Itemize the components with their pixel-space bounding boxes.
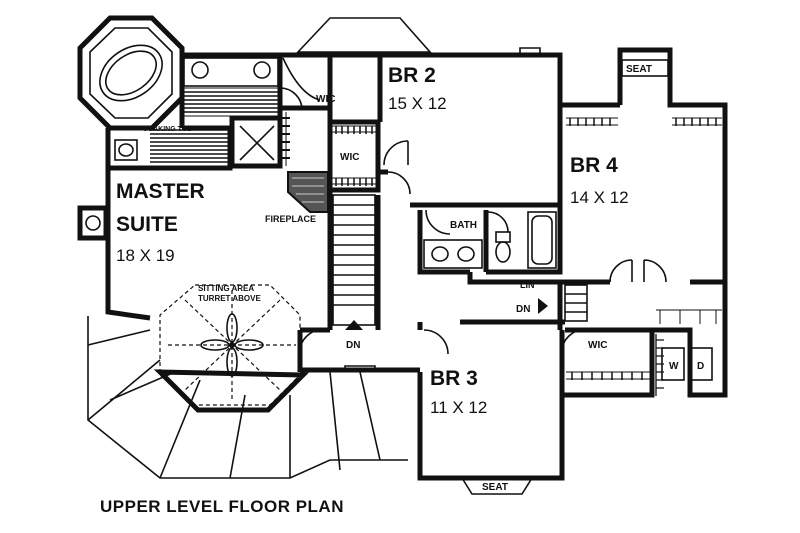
wic-label-1: WIC <box>316 94 335 105</box>
master-bath-fixtures <box>114 57 279 163</box>
bath-label: BATH <box>450 220 477 231</box>
stair-arrow-icon <box>345 320 363 330</box>
fireplace-symbol <box>287 171 329 213</box>
seat-label-br4: SEAT <box>626 64 652 75</box>
seats <box>460 59 669 495</box>
dryer <box>689 347 713 381</box>
br2-name: BR 2 <box>388 64 436 87</box>
wic-label-2: WIC <box>340 152 359 163</box>
lin-label: LIN <box>520 280 535 290</box>
stairs <box>332 194 588 330</box>
bath-fixtures <box>423 211 557 269</box>
master-name-line2: SUITE <box>116 213 178 236</box>
dn-label-stair: DN <box>346 340 360 351</box>
soaking-tub-label: SOAKING TUB <box>143 126 192 133</box>
doors <box>279 47 726 371</box>
fireplace-label: FIREPLACE <box>265 214 316 224</box>
exterior-walls <box>77 47 728 481</box>
labels: BR 2 15 X 12 BR 4 14 X 12 MASTER SUITE 1… <box>100 64 704 516</box>
tub-bay <box>77 15 185 131</box>
dn-label-hall: DN <box>516 304 530 315</box>
br4-name: BR 4 <box>570 154 618 177</box>
br3-dims: 11 X 12 <box>430 398 487 417</box>
dryer-label: D <box>697 361 704 372</box>
turret <box>153 284 309 413</box>
turret-above-label: TURRET ABOVE <box>198 294 261 303</box>
wic-label-3: WIC <box>588 340 607 351</box>
seat-label-br3: SEAT <box>482 482 508 493</box>
interior-walls <box>108 55 693 395</box>
br3-name: BR 3 <box>430 367 478 390</box>
dn-arrow-icon <box>538 298 548 314</box>
washer-label: W <box>669 361 679 372</box>
master-name-line1: MASTER <box>116 180 205 203</box>
ceiling-fan-icon <box>200 313 264 377</box>
plan-title: UPPER LEVEL FLOOR PLAN <box>100 497 344 516</box>
br4-dims: 14 X 12 <box>570 188 629 207</box>
master-dims: 18 X 19 <box>116 246 175 265</box>
br2-dims: 15 X 12 <box>388 94 447 113</box>
sitting-area-label: SITTING AREA <box>198 284 254 293</box>
closet-shelving <box>281 57 722 380</box>
laundry <box>655 334 713 396</box>
